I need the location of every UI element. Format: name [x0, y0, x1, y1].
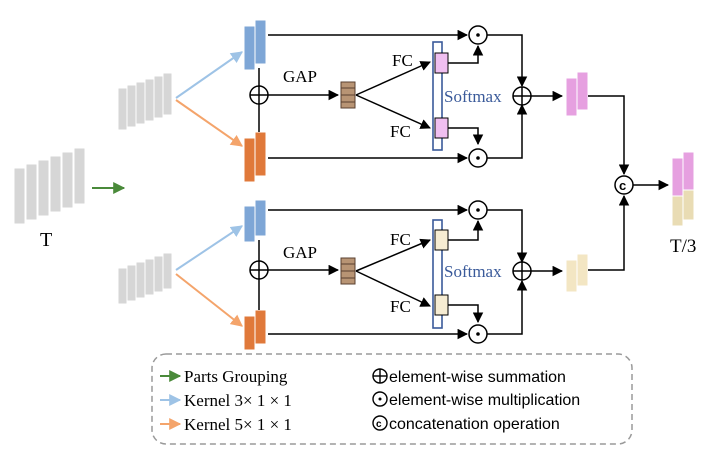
- top-sum-symbol: [249, 85, 269, 105]
- legend-parts-grouping: Parts Grouping: [184, 367, 288, 386]
- bottom-attention-weight-b: [434, 294, 449, 316]
- bottom-mult-symbol-b: [468, 324, 488, 344]
- legend-kernel-5: Kernel 5× 1 × 1: [184, 415, 292, 434]
- svg-text:c: c: [376, 419, 382, 430]
- top-kernel3-arrow: [175, 51, 243, 99]
- output-feature: [671, 151, 695, 227]
- bottom-fusion-sum-symbol: [512, 261, 532, 281]
- bottom-kernel5-arrow: [175, 273, 243, 327]
- legend-concat-text: concatenation operation: [389, 416, 560, 433]
- top-softmax-bar: [432, 41, 443, 151]
- top-gap-label: GAP: [283, 67, 317, 86]
- top-softmax-label: Softmax: [444, 87, 502, 106]
- legend-concat-icon: c: [372, 415, 388, 431]
- legend-sum-icon: [372, 368, 388, 384]
- top-attention-weight-b: [434, 117, 449, 139]
- bottom-mult-symbol-a: [468, 200, 488, 220]
- fc-label-1: FC: [392, 51, 413, 70]
- bottom-orange-feature: [243, 309, 267, 351]
- bottom-blue-feature: [243, 199, 267, 243]
- top-kernel5-arrow: [175, 99, 243, 147]
- top-orange-feature: [243, 131, 267, 183]
- bottom-gray-feature-stack: [117, 252, 173, 305]
- bottom-softmax-bar: [432, 219, 443, 329]
- fc-label-4: FC: [390, 297, 411, 316]
- fc-label-2: FC: [390, 122, 411, 141]
- input-label: T: [40, 229, 52, 251]
- bottom-sum-symbol: [249, 260, 269, 280]
- top-pink-feature: [565, 71, 589, 117]
- bottom-gap-label: GAP: [283, 243, 317, 262]
- bottom-cream-feature: [565, 253, 589, 293]
- fc-label-3: FC: [390, 230, 411, 249]
- input-feature-stack: [13, 147, 86, 225]
- legend-mult-text: element-wise multiplication: [389, 392, 580, 409]
- top-mult-symbol-b: [468, 148, 488, 168]
- top-fusion-sum-symbol: [512, 86, 532, 106]
- legend-mult-icon: [372, 391, 388, 407]
- bottom-gap-block: [340, 257, 356, 285]
- top-gray-feature-stack: [117, 72, 173, 131]
- bottom-kernel3-arrow: [175, 225, 243, 271]
- bottom-softmax-label: Softmax: [444, 262, 502, 281]
- bottom-attention-weight-a: [434, 229, 449, 251]
- legend-kernel-3: Kernel 3× 1 × 1: [184, 391, 292, 410]
- top-blue-feature: [243, 19, 267, 71]
- output-label: T/3: [670, 236, 696, 257]
- svg-text:c: c: [619, 178, 626, 193]
- top-gap-block: [340, 81, 356, 109]
- concat-symbol: c: [614, 175, 634, 195]
- legend-sum-text: element-wise summation: [389, 369, 566, 386]
- top-mult-symbol-a: [468, 25, 488, 45]
- top-attention-weight-a: [434, 52, 449, 74]
- legend: Parts Grouping Kernel 3× 1 × 1 Kernel 5×…: [151, 353, 633, 445]
